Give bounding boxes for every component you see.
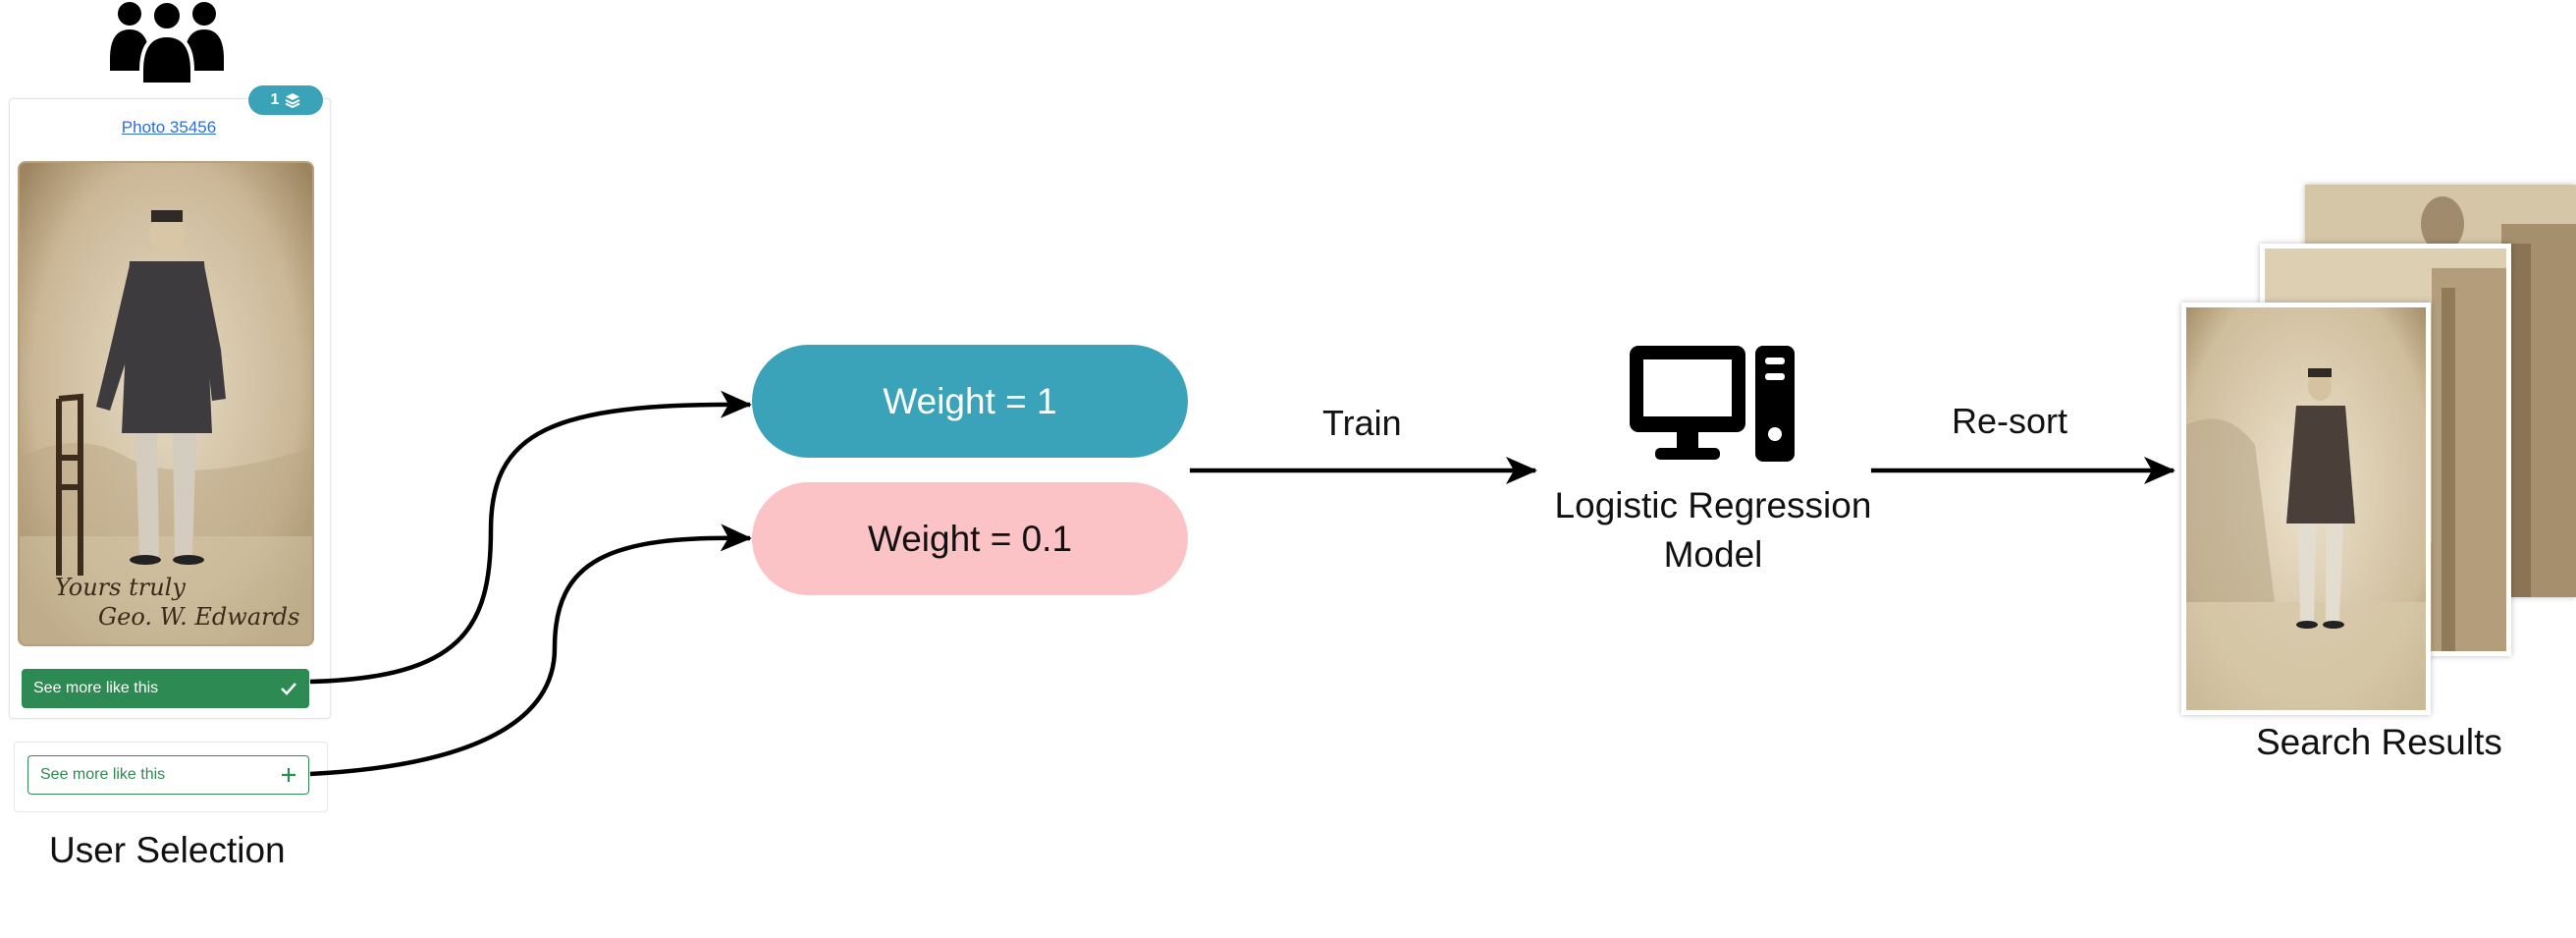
result-photo-1[interactable] [2181, 303, 2431, 715]
resort-label: Re-sort [1952, 401, 2068, 441]
see-more-unselected-button[interactable]: See more like this [27, 755, 309, 795]
photo-link[interactable]: Photo 35456 [121, 118, 217, 137]
search-results-caption: Search Results [2256, 722, 2502, 762]
model-label: Logistic Regression Model [1551, 481, 1875, 579]
train-label: Train [1322, 403, 1402, 443]
inscription-line-2: Geo. W. Edwards [98, 603, 299, 631]
soldier-photo[interactable]: Yours truly Geo. W. Edwards [20, 163, 312, 644]
check-icon [281, 683, 296, 695]
plus-icon [282, 768, 295, 782]
arrow-unselected-to-weight01 [309, 524, 752, 777]
weight-selected-node: Weight = 1 [752, 345, 1188, 458]
see-more-unselected-label: See more like this [40, 766, 166, 783]
computer-icon [1630, 346, 1795, 462]
arrow-selected-to-weight1 [309, 390, 752, 685]
model-label-line2: Model [1663, 534, 1763, 575]
count-badge[interactable]: 1 [248, 85, 323, 115]
count-badge-value: 1 [270, 91, 280, 108]
see-more-selected-label: See more like this [33, 680, 159, 696]
user-group-icon [110, 0, 224, 86]
user-selection-caption: User Selection [49, 830, 286, 870]
inscription-line-1: Yours truly [55, 574, 186, 601]
see-more-selected-button[interactable]: See more like this [22, 669, 309, 708]
layers-icon [286, 93, 300, 108]
weight-unselected-node: Weight = 0.1 [752, 482, 1188, 595]
model-label-line1: Logistic Regression [1554, 485, 1872, 525]
